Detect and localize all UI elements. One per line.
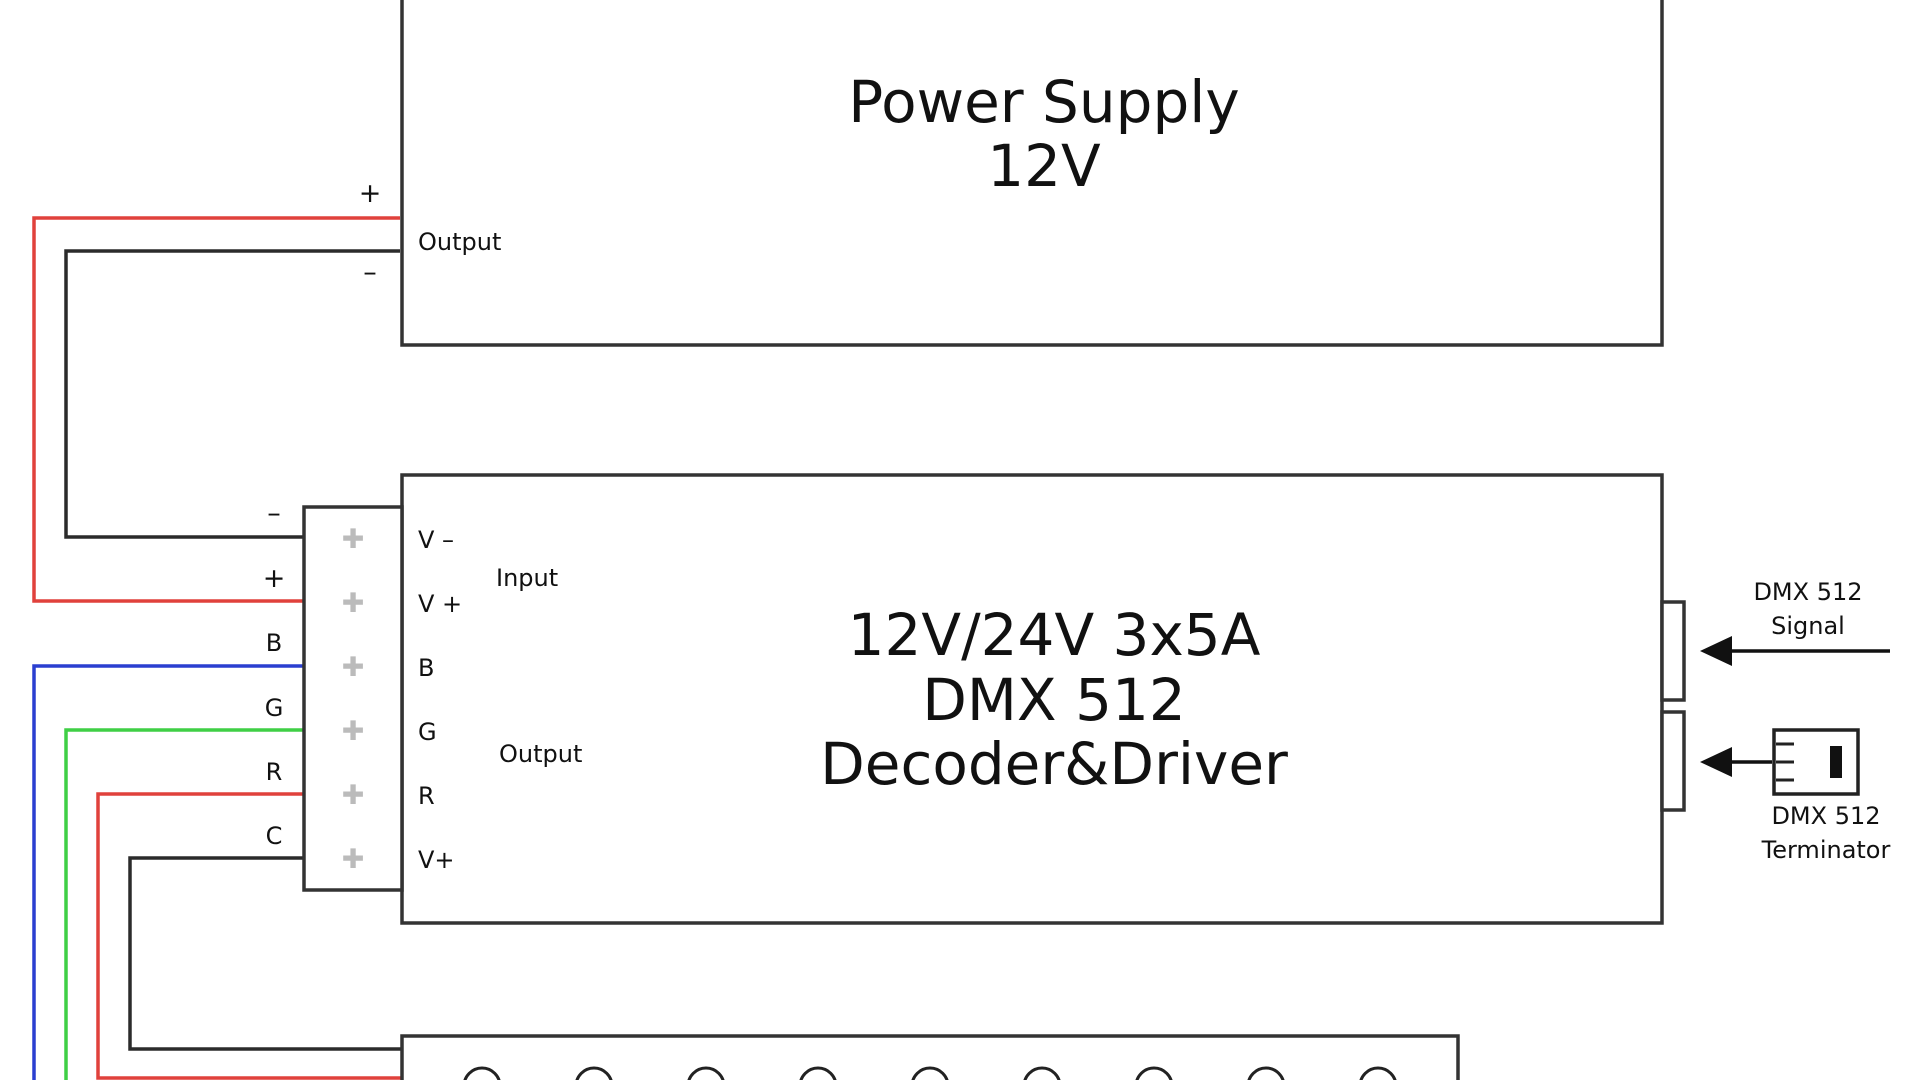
dmx-terminator-arrow-icon (1700, 747, 1772, 777)
screw-icon: ✚ (342, 588, 365, 619)
screw-icon: ✚ (342, 780, 365, 811)
wire-common (128, 856, 404, 1051)
wire-negative (64, 249, 400, 539)
dmx-signal-label-line1: DMX 512 (1753, 578, 1862, 606)
led-icon (1247, 1066, 1285, 1080)
wire-positive (32, 216, 400, 603)
power-supply-title: Power Supply (848, 68, 1239, 136)
terminal-screws: ✚ ✚ ✚ ✚ ✚ ✚ (342, 524, 365, 875)
decoder-title-line3: Decoder&Driver (820, 730, 1288, 798)
led-icon (1359, 1066, 1397, 1080)
wire-blue (32, 664, 304, 1080)
terminal-inner-label: V+ (418, 846, 455, 874)
dmx-terminator-label-line2: Terminator (1761, 836, 1891, 864)
power-supply-output-label: Output (418, 228, 501, 256)
led-icon (1023, 1066, 1061, 1080)
terminal-inner-label: V – (418, 526, 454, 554)
screw-icon: ✚ (342, 524, 365, 555)
led-icon (911, 1066, 949, 1080)
decoder-output-label: Output (499, 740, 582, 768)
led-icon (687, 1066, 725, 1080)
terminal-outer-label: R (266, 758, 283, 786)
led-strip-leds (463, 1066, 1397, 1080)
led-icon (575, 1066, 613, 1080)
power-supply-box (400, 0, 1664, 347)
power-supply-plus-label: + (359, 178, 382, 209)
decoder-title-line1: 12V/24V 3x5A (848, 601, 1261, 669)
screw-icon: ✚ (342, 844, 365, 875)
led-icon (463, 1066, 501, 1080)
power-supply-minus-label: – (363, 257, 377, 288)
led-icon (1135, 1066, 1173, 1080)
wire-green (64, 728, 304, 1080)
terminal-inner-label: B (418, 654, 434, 682)
power-supply-voltage: 12V (987, 132, 1101, 200)
screw-icon: ✚ (342, 716, 365, 747)
led-icon (799, 1066, 837, 1080)
screw-icon: ✚ (342, 652, 365, 683)
dmx-signal-arrow-icon (1700, 636, 1890, 666)
terminal-block (302, 505, 404, 892)
terminal-inner-label: G (418, 718, 437, 746)
wire-red (96, 792, 404, 1080)
terminal-outer-label: C (266, 822, 283, 850)
terminal-outer-label: G (265, 694, 284, 722)
decoder-title-line2: DMX 512 (922, 666, 1186, 734)
dmx-signal-port (1660, 600, 1686, 702)
dmx-terminator-plug-icon (1772, 728, 1860, 796)
terminal-outer-label: B (266, 629, 282, 657)
dmx-terminator-port (1660, 710, 1686, 812)
terminal-outer-label: + (263, 563, 286, 594)
terminal-outer-label: – (267, 498, 281, 529)
decoder-input-label: Input (496, 564, 558, 592)
terminal-inner-label: V + (418, 590, 462, 618)
dmx-terminator-label-line1: DMX 512 (1771, 802, 1880, 830)
dmx-signal-label-line2: Signal (1771, 612, 1845, 640)
terminal-inner-label: R (418, 782, 435, 810)
